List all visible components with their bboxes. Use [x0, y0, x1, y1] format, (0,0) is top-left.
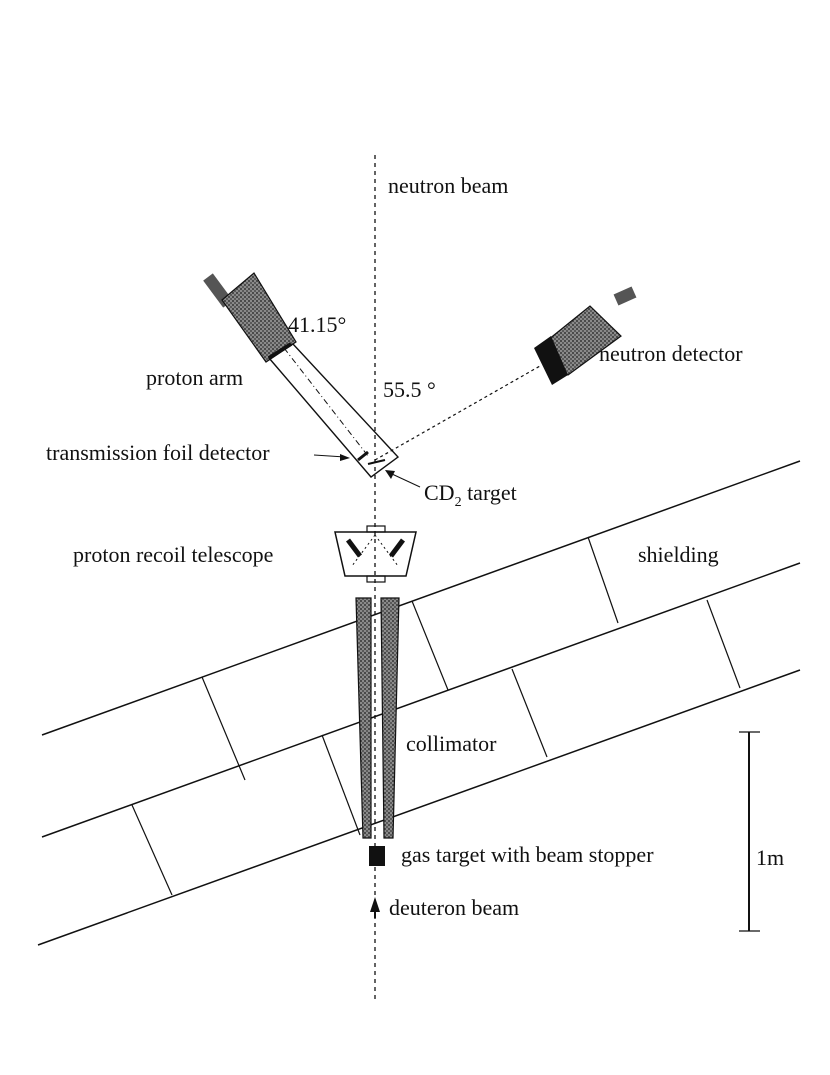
neutron-detector	[534, 286, 637, 385]
scale-bar	[739, 731, 760, 932]
shielding-label: shielding	[638, 542, 719, 567]
proton-recoil-telescope-label: proton recoil telescope	[73, 542, 273, 567]
gas-target-label: gas target with beam stopper	[401, 842, 654, 867]
collimator-label: collimator	[406, 731, 497, 756]
shielding-blocks	[37, 460, 801, 946]
transmission-foil-leader-arrow	[313, 454, 350, 461]
cd2-target-leader-arrow	[385, 470, 421, 488]
neutron-detector-label: neutron detector	[599, 341, 743, 366]
proton-arm-label: proton arm	[146, 365, 243, 390]
proton-recoil-telescope	[334, 525, 417, 583]
neutron-beam-label: neutron beam	[388, 173, 508, 198]
gas-target-block	[369, 846, 385, 866]
deuteron-beam-arrow	[370, 897, 380, 912]
neutron-scatter-path	[374, 365, 541, 461]
collimator	[355, 597, 400, 839]
transmission-foil-detector-label: transmission foil detector	[46, 440, 270, 465]
proton-angle-label: 41.15°	[288, 312, 346, 337]
scale-label: 1m	[756, 845, 784, 870]
neutron-angle-label: 55.5 °	[383, 377, 436, 402]
cd2-target	[367, 459, 386, 465]
cd2-target-label: CD2 target	[424, 480, 517, 510]
proton-arm	[203, 272, 400, 478]
deuteron-beam-label: deuteron beam	[389, 895, 519, 920]
